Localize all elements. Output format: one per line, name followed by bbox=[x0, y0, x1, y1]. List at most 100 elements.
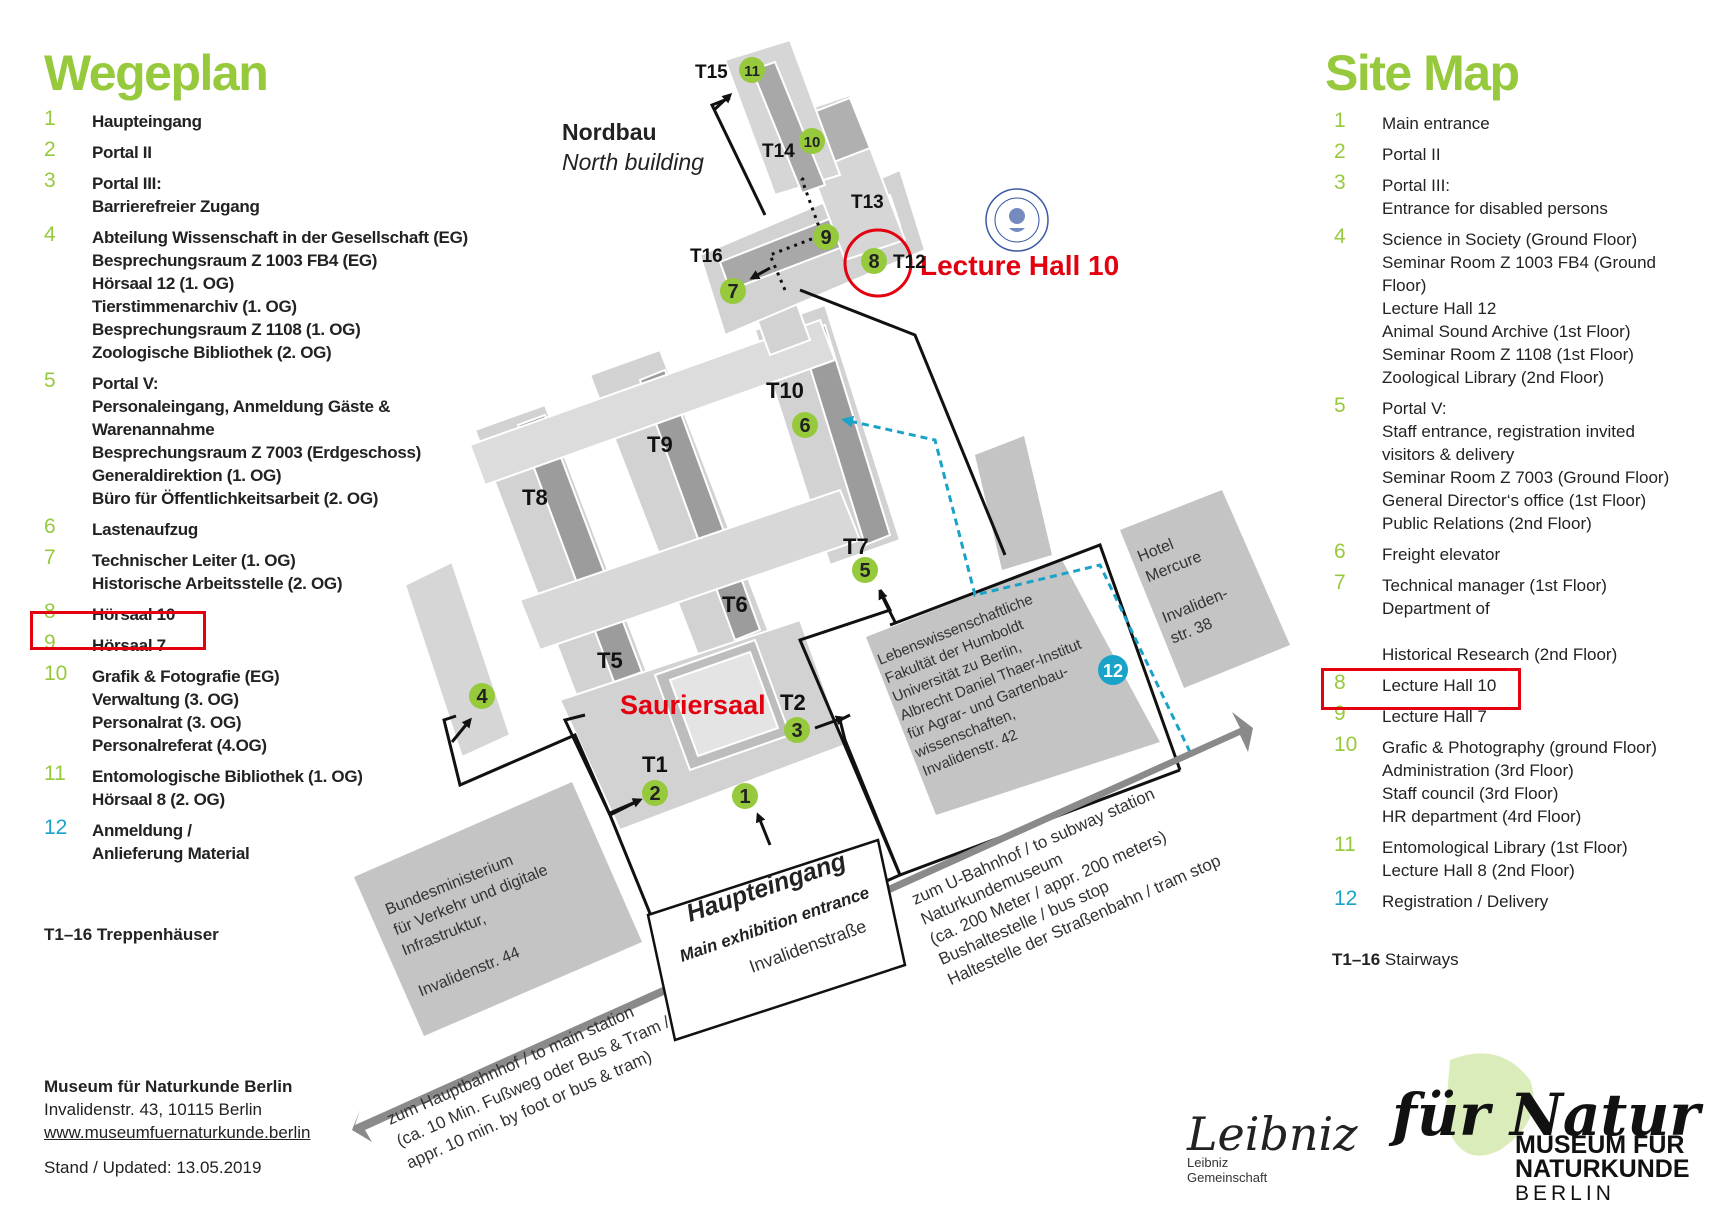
marker-7[interactable]: 7 bbox=[720, 278, 746, 304]
marker-12[interactable]: 12 bbox=[1098, 655, 1128, 685]
highlight-box-en bbox=[1321, 668, 1521, 710]
stair-t12: T12 bbox=[893, 252, 926, 273]
legend-number: 8 bbox=[1334, 671, 1346, 694]
route-arrow-t1 bbox=[609, 798, 643, 815]
marker-8[interactable]: 8 bbox=[861, 248, 887, 274]
legend-line: Generaldirektion (1. OG) bbox=[92, 466, 282, 485]
legend-number: 12 bbox=[1334, 887, 1358, 910]
legend-line: Hörsaal 8 (2. OG) bbox=[92, 790, 225, 809]
legend-number: 12 bbox=[44, 816, 68, 839]
legend-line: Lecture Hall 8 (2nd Floor) bbox=[1382, 861, 1575, 880]
legend-line: Registration / Delivery bbox=[1382, 892, 1549, 911]
marker-5[interactable]: 5 bbox=[852, 557, 878, 583]
legend-number: 11 bbox=[1334, 833, 1356, 856]
museum-logo-line-2: NATURKUNDE bbox=[1515, 1155, 1690, 1183]
stairs-note-de: T1–16 Treppenhäuser bbox=[44, 925, 219, 945]
leibniz-script: Leibniz bbox=[1186, 1107, 1358, 1161]
route-left bbox=[442, 714, 612, 816]
legend-line: Seminar Room Z 1108 (1st Floor) bbox=[1382, 345, 1634, 364]
legend-line: Hörsaal 7 bbox=[92, 636, 166, 655]
museum-website-link[interactable]: www.museumfuernaturkunde.berlin bbox=[44, 1123, 311, 1142]
marker-4[interactable]: 4 bbox=[469, 683, 495, 709]
marker-3[interactable]: 3 bbox=[784, 717, 810, 743]
legend-line: Hörsaal 10 bbox=[92, 605, 175, 624]
svg-text:3: 3 bbox=[791, 720, 802, 742]
legend-line: Büro für Öffentlichkeitsarbeit (2. OG) bbox=[92, 489, 379, 508]
legend-number: 11 bbox=[44, 762, 66, 785]
stairs-note-en-text: Stairways bbox=[1380, 950, 1459, 969]
north-building-en: North building bbox=[562, 149, 704, 175]
marker-10[interactable]: 10 bbox=[799, 128, 825, 154]
legend-line: Verwaltung (3. OG) bbox=[92, 690, 239, 709]
legend-line: Besprechungsraum Z 7003 (Erdgeschoss) bbox=[92, 443, 422, 462]
wing-north-cross bbox=[468, 318, 837, 487]
stair-labels: T1 T2 T5 T6 T7 T8 T9 T10 T12 T13 T14 T15… bbox=[522, 62, 926, 777]
svg-text:12: 12 bbox=[1103, 661, 1123, 681]
leibniz-text-1: Leibniz bbox=[1187, 1155, 1228, 1170]
legend-number: 9 bbox=[44, 631, 56, 654]
leibniz-text-2: Gemeinschaft bbox=[1187, 1170, 1268, 1185]
marker-2[interactable]: 2 bbox=[642, 780, 668, 806]
stair-t9: T9 bbox=[647, 432, 673, 457]
stair-t15: T15 bbox=[695, 62, 728, 83]
legend-number: 5 bbox=[44, 369, 56, 392]
legend-line: Portal V: bbox=[1382, 399, 1447, 418]
legend-line: visitors & delivery bbox=[1382, 445, 1515, 464]
route-arrow-t16 bbox=[749, 266, 771, 280]
stairs-note-de-bold: T1–16 bbox=[44, 925, 93, 944]
north-building-tower-center bbox=[750, 60, 827, 195]
marker-1[interactable]: 1 bbox=[732, 783, 758, 809]
marker-9[interactable]: 9 bbox=[813, 224, 839, 250]
svg-text:7: 7 bbox=[727, 281, 738, 303]
faculty-building bbox=[866, 560, 1160, 815]
museum-name: Museum für Naturkunde Berlin bbox=[44, 1077, 293, 1096]
legend-item-11: 11 Entomological Library (1st Floor) Lectu… bbox=[1334, 833, 1714, 882]
route-arrow-portal4 bbox=[450, 717, 472, 743]
stairs-note-en-bold: T1–16 bbox=[1332, 950, 1381, 969]
legend-number: 5 bbox=[1334, 394, 1346, 417]
annotation-lecture-hall: Lecture Hall 10 bbox=[920, 250, 1119, 281]
stair-t16: T16 bbox=[690, 246, 723, 267]
route-arrow-t15 bbox=[712, 92, 733, 112]
legend-line: Public Relations (2nd Floor) bbox=[1382, 514, 1592, 533]
stair-t1: T1 bbox=[642, 752, 668, 777]
legend-line: Technischer Leiter (1. OG) bbox=[92, 551, 296, 570]
main-station-line-2: (ca. 10 Min. Fußweg oder Bus & Tram / bbox=[394, 1012, 673, 1150]
stair-t14: T14 bbox=[762, 141, 795, 162]
legend-number: 10 bbox=[44, 662, 68, 685]
point-markers: 1 2 3 4 5 6 7 8 9 10 11 12 bbox=[469, 57, 1128, 809]
legend-number: 2 bbox=[44, 138, 56, 161]
legend-line: Barrierefreier Zugang bbox=[92, 197, 260, 216]
svg-text:8: 8 bbox=[868, 251, 879, 273]
legend-line: Freight elevator bbox=[1382, 545, 1501, 564]
stair-t5: T5 bbox=[597, 648, 623, 673]
legend-line: Lecture Hall 12 bbox=[1382, 299, 1497, 318]
legend-number: 2 bbox=[1334, 140, 1346, 163]
legend-line: Entomological Library (1st Floor) bbox=[1382, 838, 1628, 857]
legend-line: Portal III: bbox=[1382, 176, 1451, 195]
museum-logo-script: für Natur bbox=[1388, 1081, 1704, 1149]
ministry-building bbox=[354, 782, 642, 1036]
svg-text:2: 2 bbox=[649, 783, 660, 805]
stair-t8: T8 bbox=[522, 485, 548, 510]
marker-6[interactable]: 6 bbox=[792, 412, 818, 438]
legend-line: Technical manager (1st Floor) bbox=[1382, 576, 1607, 595]
leibniz-logo: Leibniz Leibniz Gemeinschaft bbox=[1186, 1107, 1358, 1185]
museum-logo-city: BERLIN bbox=[1515, 1182, 1615, 1205]
legend-number: 4 bbox=[1334, 225, 1346, 248]
legend-line: Main entrance bbox=[1382, 114, 1490, 133]
marker-11[interactable]: 11 bbox=[739, 57, 765, 83]
legend-number: 4 bbox=[44, 223, 56, 246]
